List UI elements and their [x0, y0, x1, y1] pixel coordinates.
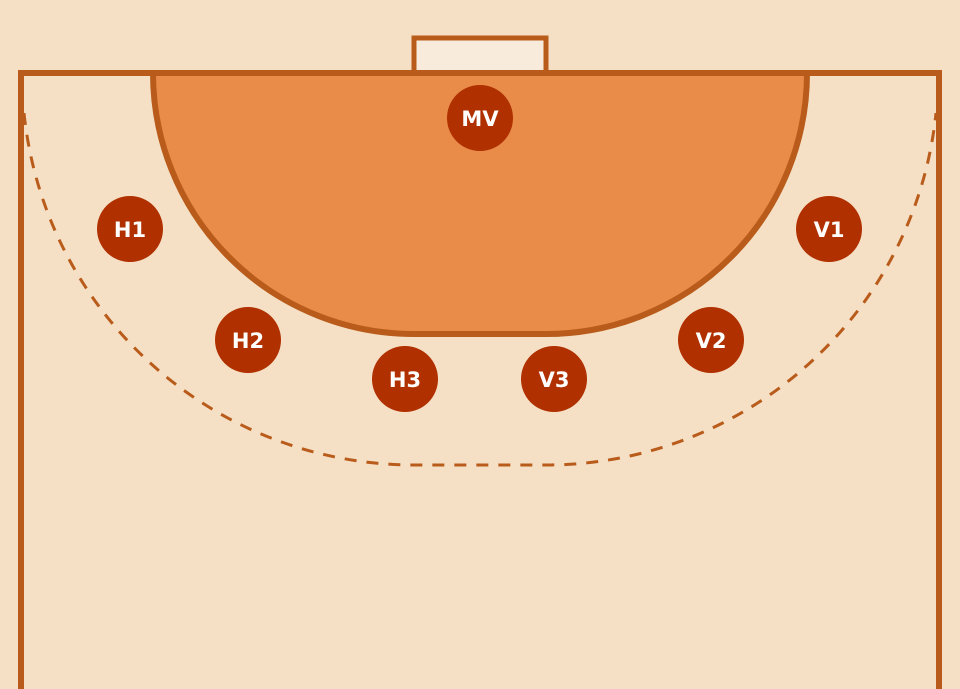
player-label: V3	[539, 368, 570, 392]
player-H2: H2	[215, 307, 281, 373]
goal-area	[149, 70, 811, 337]
player-label: V2	[696, 329, 727, 353]
free-throw-line	[22, 112, 938, 467]
player-label: MV	[461, 107, 499, 131]
player-H1: H1	[97, 196, 163, 262]
player-label: H2	[232, 329, 264, 353]
player-label: V1	[814, 218, 845, 242]
player-H3: H3	[372, 346, 438, 412]
player-V3: V3	[521, 346, 587, 412]
goal	[411, 35, 549, 76]
player-label: H1	[114, 218, 146, 242]
player-V2: V2	[678, 307, 744, 373]
player-label: H3	[389, 368, 421, 392]
court-boundary	[18, 70, 942, 689]
player-V1: V1	[796, 196, 862, 262]
player-MV: MV	[447, 85, 513, 151]
